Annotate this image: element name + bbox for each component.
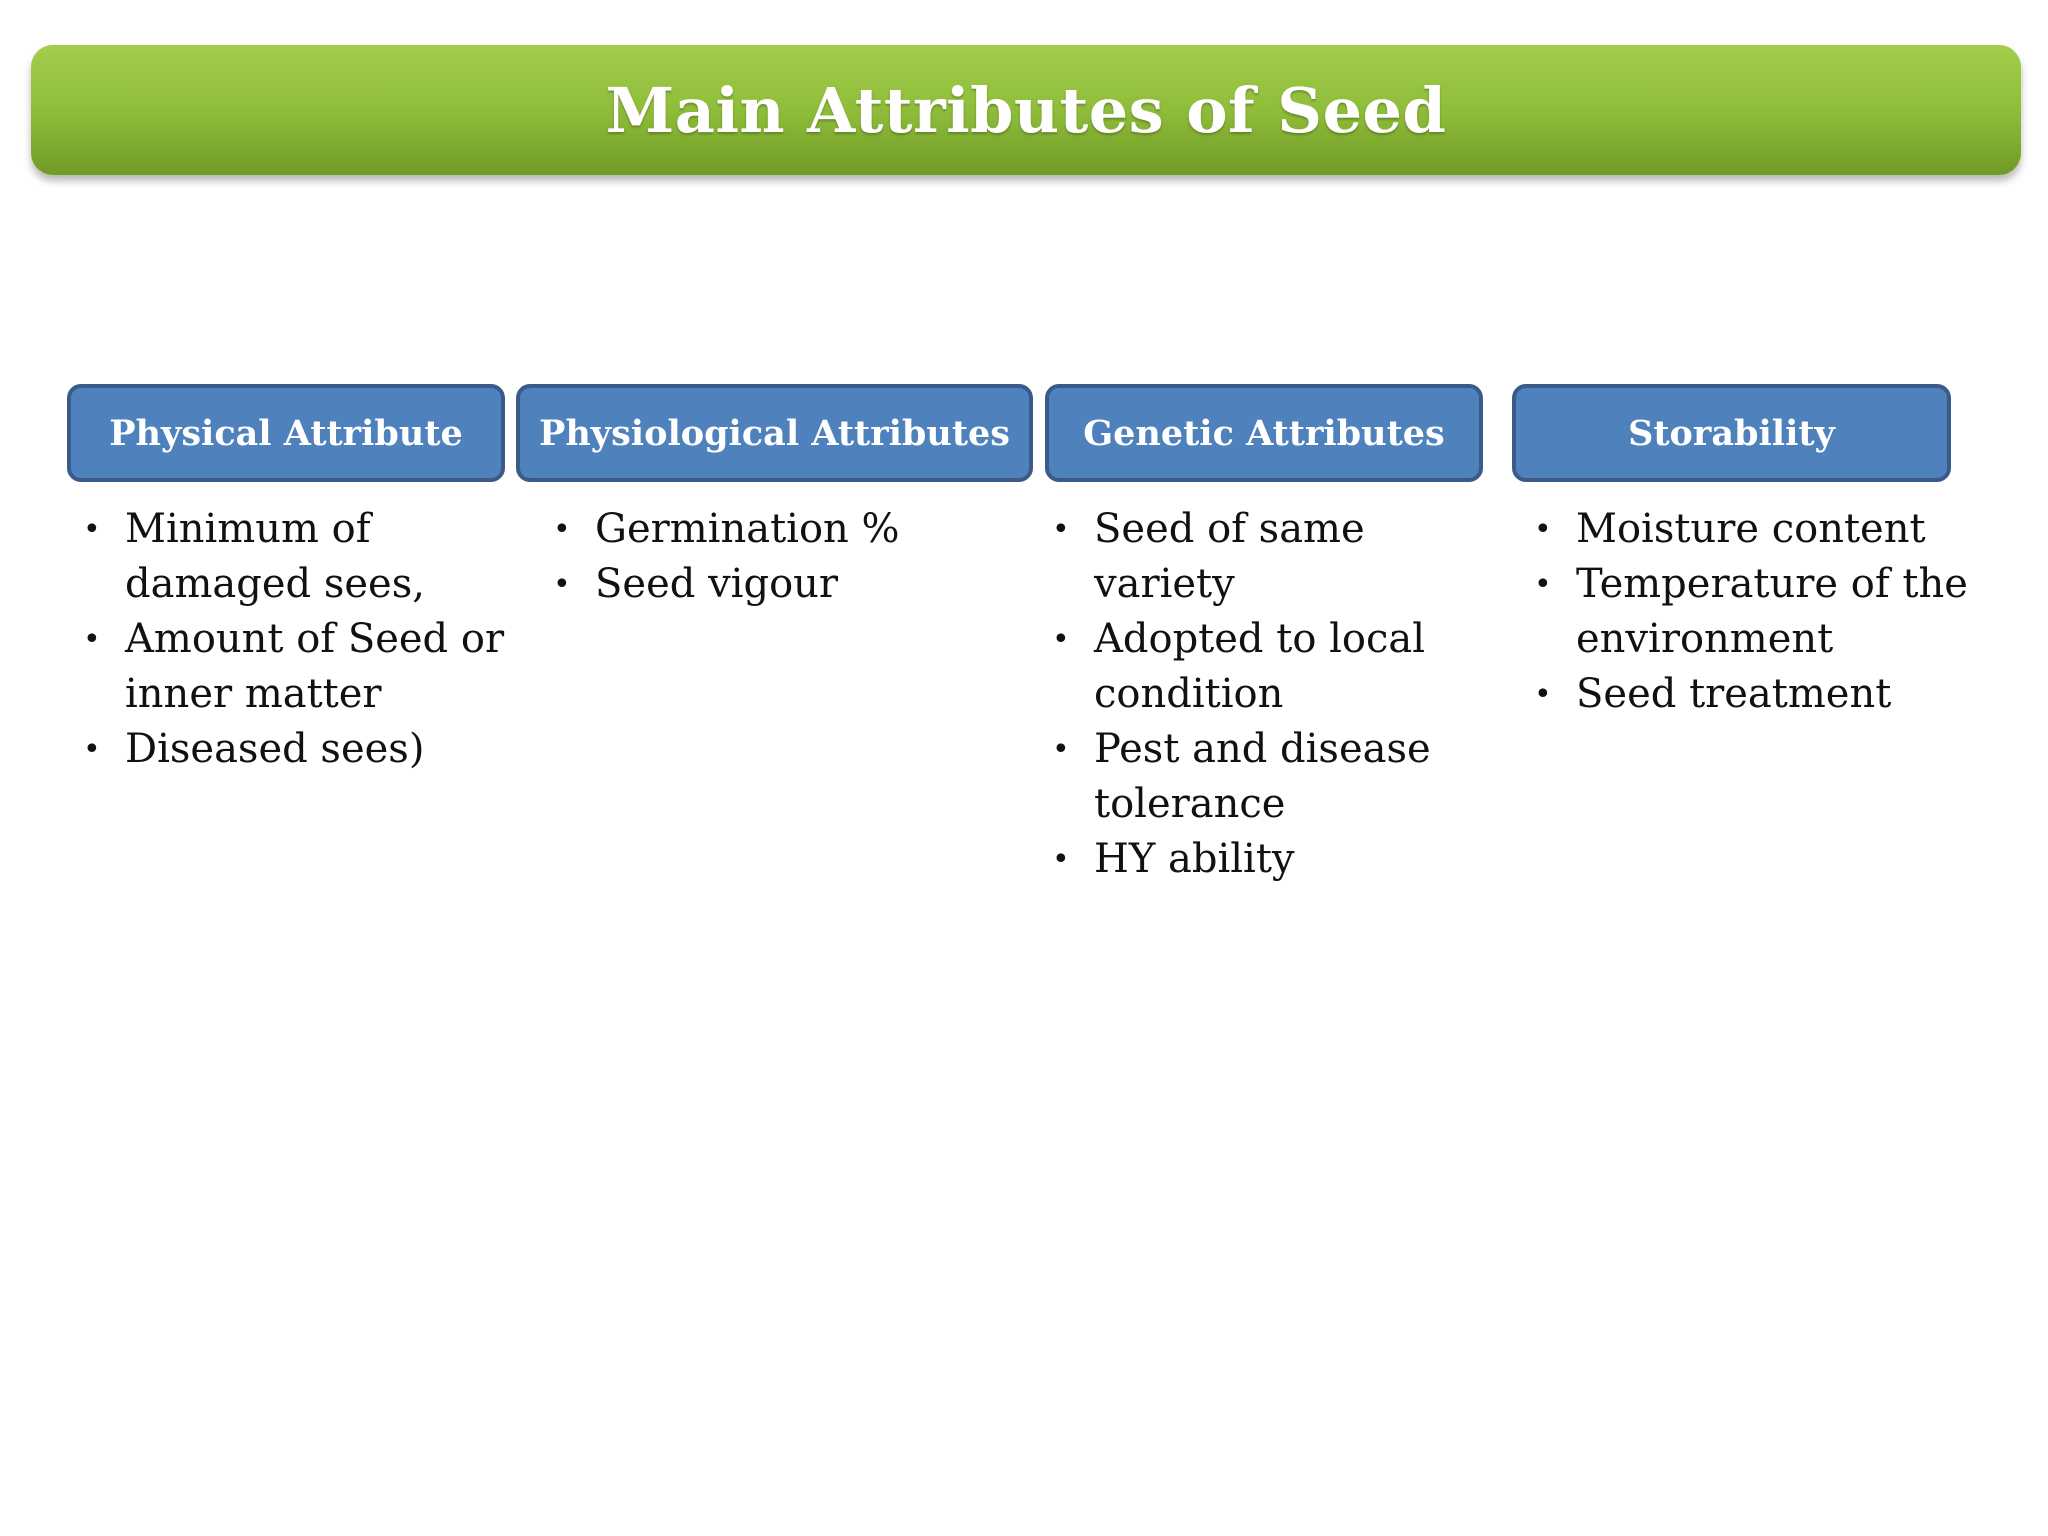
list-item: • Temperature of the environment	[1518, 557, 1998, 667]
bullet-icon: •	[1534, 677, 1552, 712]
list-item-text: Amount of Seed or inner matter	[125, 616, 505, 717]
header-storability: Storability	[1512, 384, 1951, 482]
list-physical-attribute: • Minimum of damaged sees, • Amount of See…	[67, 502, 507, 777]
bullet-icon: •	[1052, 842, 1070, 877]
header-label: Genetic Attributes	[1083, 412, 1445, 454]
list-item: • Seed treatment	[1518, 667, 1998, 722]
list-item: • Seed vigour	[537, 557, 1037, 612]
list-item: • Diseased sees)	[67, 722, 507, 777]
header-genetic-attributes: Genetic Attributes	[1045, 384, 1483, 482]
list-item: • Seed of same variety	[1036, 502, 1476, 612]
list-item-text: Minimum of damaged sees,	[125, 506, 425, 607]
list-item: • Amount of Seed or inner matter	[67, 612, 507, 722]
title-bar: Main Attributes of Seed	[31, 45, 2021, 175]
header-physical-attribute: Physical Attribute	[67, 384, 505, 482]
list-genetic-attributes: • Seed of same variety • Adopted to local …	[1036, 502, 1476, 887]
list-item-text: Seed vigour	[595, 561, 839, 607]
list-item-text: Pest and disease tolerance	[1094, 726, 1431, 827]
list-item: • Minimum of damaged sees,	[67, 502, 507, 612]
list-item-text: Seed of same variety	[1094, 506, 1365, 607]
bullet-icon: •	[1052, 732, 1070, 767]
bullet-icon: •	[1534, 512, 1552, 547]
list-item-text: Seed treatment	[1576, 671, 1892, 717]
bullet-icon: •	[83, 622, 101, 657]
list-item-text: Adopted to local condition	[1094, 616, 1426, 717]
header-physiological-attributes: Physiological Attributes	[516, 384, 1033, 482]
list-item: • Moisture content	[1518, 502, 1998, 557]
bullet-icon: •	[553, 512, 571, 547]
bullet-icon: •	[83, 732, 101, 767]
bullet-icon: •	[1052, 622, 1070, 657]
list-item: • HY ability	[1036, 832, 1476, 887]
list-item: • Pest and disease tolerance	[1036, 722, 1476, 832]
list-storability: • Moisture content • Temperature of the en…	[1518, 502, 1998, 722]
bullet-icon: •	[1052, 512, 1070, 547]
bullet-icon: •	[553, 567, 571, 602]
page-title: Main Attributes of Seed	[605, 73, 1447, 147]
list-item: • Adopted to local condition	[1036, 612, 1476, 722]
list-item-text: HY ability	[1094, 836, 1295, 882]
header-label: Storability	[1628, 412, 1835, 454]
header-label: Physiological Attributes	[539, 412, 1010, 454]
header-label: Physical Attribute	[109, 412, 463, 454]
list-item-text: Moisture content	[1576, 506, 1926, 552]
bullet-icon: •	[83, 512, 101, 547]
list-item-text: Diseased sees)	[125, 726, 425, 772]
list-item-text: Temperature of the environment	[1576, 561, 1968, 662]
bullet-icon: •	[1534, 567, 1552, 602]
list-item: • Germination %	[537, 502, 1037, 557]
list-item-text: Germination %	[595, 506, 900, 552]
list-physiological-attributes: • Germination % • Seed vigour	[537, 502, 1037, 612]
